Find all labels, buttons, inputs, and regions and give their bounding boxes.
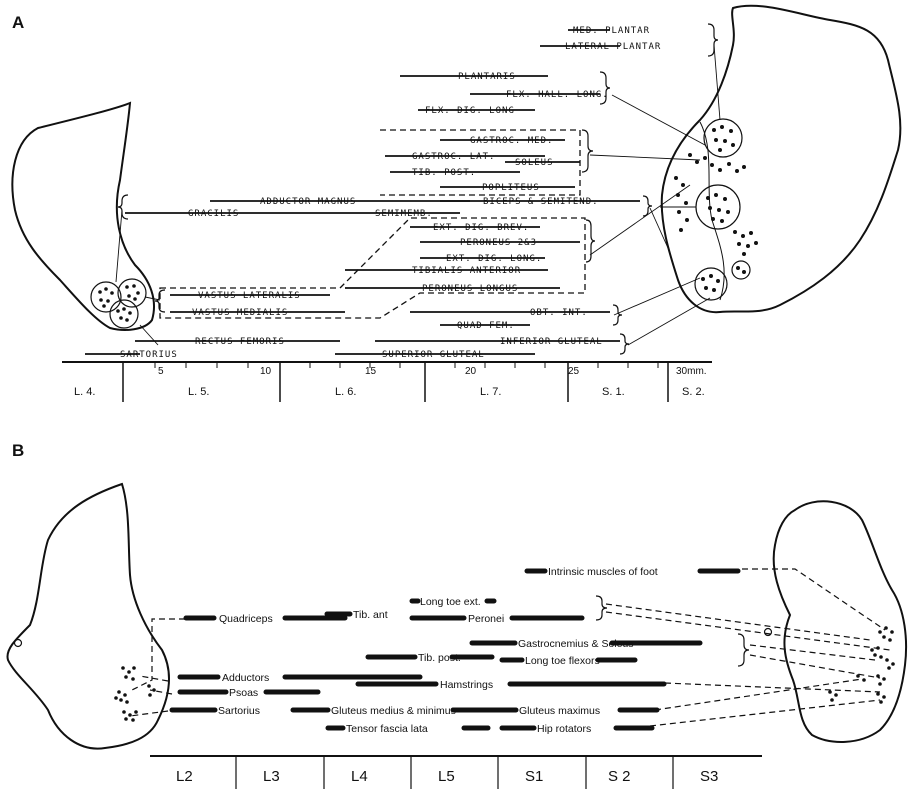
muscle-labels-b: Intrinsic muscles of foot Long toe ext. …: [218, 566, 658, 735]
muscle-label: PLANTARIS: [458, 72, 516, 82]
muscle-label: MED. PLANTAR: [573, 26, 650, 36]
muscle-label: Tensor fascia lata: [346, 723, 428, 735]
segment-labels-a: L. 4. L. 5. L. 6. L. 7. S. 1. S. 2.: [74, 386, 705, 398]
right-cord-section-a: [660, 4, 902, 314]
muscle-label: Gluteus medius & minimus: [331, 705, 456, 717]
scale-axis-a: [62, 361, 712, 402]
segment-axis-b: [150, 755, 762, 789]
muscle-label: INFERIOR GLUTEAL: [500, 337, 603, 347]
segment-label: L. 4.: [74, 386, 95, 398]
muscle-label: Adductors: [222, 672, 269, 684]
left-motor-nuclei-a: [90, 278, 147, 329]
muscle-label: GASTROC. MED.: [470, 136, 553, 146]
central-canal-left: [13, 638, 23, 648]
central-canal-right: [763, 627, 773, 637]
bars-a: [85, 29, 640, 355]
muscle-label: Intrinsic muscles of foot: [548, 566, 658, 578]
segment-label: S. 2.: [682, 386, 705, 398]
muscle-label: Sartorius: [218, 705, 260, 717]
muscle-label: Psoas: [229, 687, 258, 699]
right-motor-nuclei-a: [694, 118, 751, 301]
muscle-label: EXT. DIG. LONG.: [446, 254, 542, 264]
muscle-label: PERONEUS 2&3: [460, 238, 537, 248]
muscle-label: Hamstrings: [440, 679, 493, 691]
brackets-a: [117, 23, 719, 355]
dashed-connectors-b: [129, 568, 891, 727]
muscle-label: Gluteus maximus: [519, 705, 600, 717]
segment-label: S 2: [608, 768, 631, 785]
left-nuclei-dots-b: [114, 666, 156, 722]
segment-label: L. 7.: [480, 386, 501, 398]
scale-tick-label: 15: [365, 366, 377, 377]
segment-label: L2: [176, 768, 193, 785]
bars-b: [169, 568, 741, 731]
muscle-label: ADDUCTOR MAGNUS: [260, 197, 356, 207]
muscle-label: QUAD FEM.: [457, 321, 515, 331]
segment-label: L. 6.: [335, 386, 356, 398]
segment-label: S1: [525, 768, 543, 785]
segment-label: L5: [438, 768, 455, 785]
panel-b-label: B: [12, 441, 24, 460]
muscle-label: TIBIALIS ANTERIOR: [412, 266, 521, 276]
left-cord-section-b: [6, 482, 170, 750]
muscle-label: Gastrocnemius & Soleus: [518, 638, 634, 650]
right-nuclei-dots-a: [674, 125, 758, 292]
muscle-label: Hip rotators: [537, 723, 591, 735]
muscle-label: FLX. HALL. LONG.: [506, 90, 609, 100]
left-nuclei-dots-a: [98, 284, 140, 322]
muscle-label: EXT. DIG. BREV.: [433, 223, 529, 233]
muscle-label: Peronei: [468, 613, 504, 625]
segment-label: L4: [351, 768, 368, 785]
muscle-label: BICEPS & SEMITEND.: [483, 197, 599, 207]
muscle-label: OBT. INT.: [530, 308, 588, 318]
muscle-label: POPLITEUS: [482, 183, 540, 193]
muscle-label: GRACILIS: [188, 209, 239, 219]
scale-tick-label: 10: [260, 366, 272, 377]
muscle-label: SUPERIOR GLUTEAL: [382, 350, 485, 360]
muscle-label: Long toe ext.: [420, 596, 481, 608]
muscle-label: VASTUS MEDIALIS: [192, 308, 288, 318]
scale-tick-label: 25: [568, 366, 580, 377]
left-cord-section-a: [11, 101, 155, 331]
muscle-label: Tib. post.: [418, 652, 461, 664]
muscle-label: SARTORIUS: [120, 350, 178, 360]
muscle-label: PERONEUS LONGUS: [422, 284, 518, 294]
segment-label: L3: [263, 768, 280, 785]
segment-label: S. 1.: [602, 386, 625, 398]
dashed-groups-a: [159, 129, 586, 319]
muscle-label: Long toe flexors: [525, 655, 600, 667]
muscle-label: RECTUS FEMORIS: [195, 337, 285, 347]
right-cord-section-b: [772, 500, 908, 743]
muscle-label: VASTUS LATERALIS: [198, 291, 301, 301]
segment-labels-b: L2 L3 L4 L5 S1 S 2 S3: [176, 768, 718, 785]
muscle-label: Quadriceps: [219, 613, 273, 625]
right-nuclei-dots-b: [828, 626, 895, 704]
brackets-b: [595, 595, 750, 667]
muscle-label: SOLEUS: [515, 158, 554, 168]
scale-tick-label: 5: [158, 366, 164, 377]
muscle-label: LATERAL PLANTAR: [565, 42, 661, 52]
muscle-labels-a: MED. PLANTAR LATERAL PLANTAR PLANTARIS F…: [120, 26, 661, 360]
muscle-label: FLX. DIG. LONG: [425, 106, 515, 116]
segment-label: L. 5.: [188, 386, 209, 398]
scale-tick-label: 20: [465, 366, 477, 377]
muscle-label: TIB. POST.: [412, 168, 476, 178]
scale-tick-label: 30mm.: [676, 366, 707, 377]
connector-lines-a: [115, 44, 721, 346]
segment-label: S3: [700, 768, 718, 785]
muscle-label: Tib. ant: [353, 609, 388, 621]
muscle-label: GASTROC. LAT.: [412, 152, 495, 162]
panel-a-label: A: [12, 13, 24, 32]
muscle-label: SEMIMEMB.: [375, 209, 433, 219]
scale-ticks-a: 5 10 15 20 25 30mm.: [158, 366, 707, 377]
